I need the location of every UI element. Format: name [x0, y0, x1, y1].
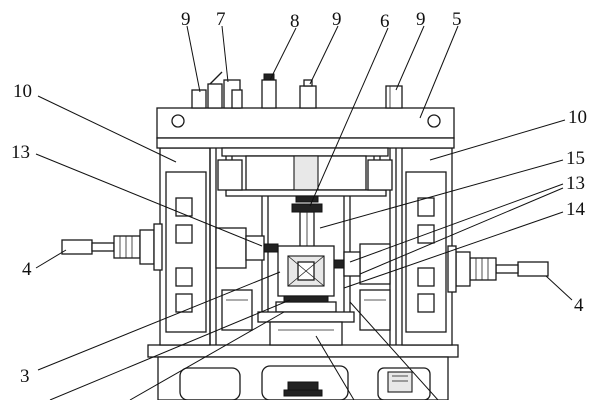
label-5: 5	[452, 9, 462, 30]
left-frame-column	[159, 147, 217, 346]
label-9-middle: 9	[332, 9, 342, 30]
label-14: 14	[566, 199, 586, 220]
label-3: 3	[20, 366, 30, 387]
label-10-left: 10	[13, 81, 32, 102]
label-8: 8	[290, 11, 300, 32]
right-frame-column	[389, 147, 453, 346]
machine-base	[147, 344, 459, 400]
label-7: 7	[216, 9, 226, 30]
upper-die-block	[221, 147, 389, 197]
center-fixture	[257, 245, 355, 346]
left-horizontal-actuator	[61, 223, 279, 271]
leader-lines	[35, 25, 573, 400]
side-brackets	[217, 159, 393, 331]
top-crossbeam	[156, 107, 455, 149]
part-labels: 9 7 8 9 6 9 5 10 10 13 15 13 14 4 4 3	[11, 9, 587, 387]
label-4-right: 4	[574, 295, 584, 316]
label-9-left: 9	[181, 9, 191, 30]
label-6: 6	[380, 11, 390, 32]
label-13-right: 13	[566, 173, 585, 194]
label-4-left: 4	[22, 259, 32, 280]
top-fittings	[191, 71, 403, 109]
label-13-left: 13	[11, 142, 30, 163]
label-15: 15	[566, 148, 585, 169]
central-ram	[291, 195, 323, 249]
label-9-right: 9	[416, 9, 426, 30]
right-horizontal-actuator	[333, 243, 549, 293]
label-10-right: 10	[568, 107, 587, 128]
